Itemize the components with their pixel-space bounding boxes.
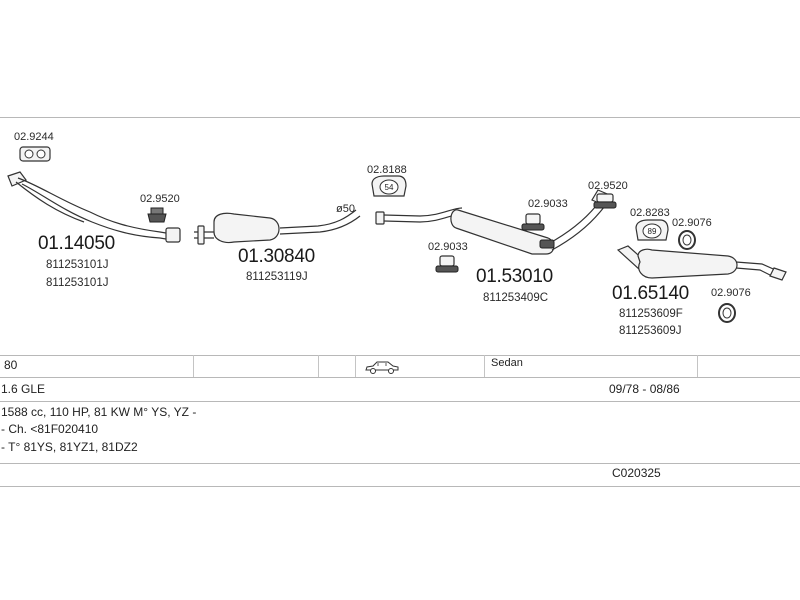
front-gasket-number: 02.9244 bbox=[14, 131, 54, 143]
ring-2-number: 02.9076 bbox=[711, 287, 751, 299]
table-rule-2 bbox=[0, 377, 800, 378]
chassis-line: - Ch. <81F020410 bbox=[1, 422, 99, 436]
middle-silencer-part[interactable] bbox=[194, 210, 360, 244]
clamp-1-number: 02.9520 bbox=[140, 193, 180, 205]
front-pipe-oem-1: 811253101J bbox=[46, 259, 109, 271]
model-cell: 80 bbox=[4, 358, 18, 372]
table-rule-5 bbox=[0, 486, 800, 487]
front-pipe-part[interactable] bbox=[8, 172, 180, 242]
top-rule bbox=[0, 117, 800, 118]
svg-text:54: 54 bbox=[385, 183, 394, 192]
center-silencer-oem: 811253409C bbox=[483, 292, 549, 304]
diagram-drawing: 54 bbox=[0, 0, 800, 350]
table-divider-1 bbox=[193, 355, 194, 377]
ring-1-part[interactable] bbox=[679, 231, 695, 249]
rear-silencer-number: 01.65140 bbox=[612, 283, 689, 304]
clamp-2-number: 02.9520 bbox=[588, 180, 628, 192]
front-pipe-oem-2: 811253101J bbox=[46, 277, 109, 289]
table-rule-1 bbox=[0, 355, 800, 356]
rear-silencer-part[interactable] bbox=[618, 246, 786, 280]
engine-cell: 1.6 GLE bbox=[1, 382, 46, 396]
period-cell: 09/78 - 08/86 bbox=[609, 382, 680, 396]
exhaust-diagram: 54 bbox=[0, 0, 800, 350]
engine-spec-line: 1588 cc, 110 HP, 81 KW M° YS, YZ - bbox=[1, 405, 197, 419]
svg-text:89: 89 bbox=[648, 227, 657, 236]
types-line: - T° 81YS, 81YZ1, 81DZ2 bbox=[1, 440, 138, 454]
table-divider-5 bbox=[697, 355, 698, 377]
front-pipe-number: 01.14050 bbox=[38, 233, 115, 254]
center-silencer-number: 01.53010 bbox=[476, 266, 553, 287]
rubber-1-number: 02.9033 bbox=[528, 198, 568, 210]
table-divider-3 bbox=[355, 355, 356, 377]
body-type-cell: Sedan bbox=[491, 357, 523, 369]
center-silencer-part[interactable] bbox=[376, 190, 612, 254]
table-divider-4 bbox=[484, 355, 485, 377]
rubber-2-number: 02.9033 bbox=[428, 241, 468, 253]
rubber-mount-2-part[interactable] bbox=[436, 256, 458, 272]
ring-2-part[interactable] bbox=[719, 304, 735, 322]
catalog-code-cell: C020325 bbox=[612, 466, 661, 480]
mount-89-number: 02.8283 bbox=[630, 207, 670, 219]
table-divider-2 bbox=[318, 355, 319, 377]
rear-silencer-oem-2: 811253609J bbox=[619, 325, 682, 337]
clamp-1-part[interactable] bbox=[148, 208, 166, 222]
clamp-2-part[interactable] bbox=[594, 194, 616, 208]
middle-silencer-oem: 811253119J bbox=[246, 271, 308, 283]
table-rule-4 bbox=[0, 463, 800, 464]
mount-54-number: 02.8188 bbox=[367, 164, 407, 176]
sedan-car-icon bbox=[365, 361, 399, 374]
middle-silencer-number: 01.30840 bbox=[238, 246, 315, 267]
pipe-diameter: ø50 bbox=[336, 203, 355, 215]
rubber-mount-1-part[interactable] bbox=[522, 214, 544, 230]
center-clamp-part[interactable] bbox=[540, 240, 554, 248]
ring-1-number: 02.9076 bbox=[672, 217, 712, 229]
mount-54-part[interactable]: 54 bbox=[372, 176, 406, 196]
rear-silencer-oem-1: 811253609F bbox=[619, 308, 683, 320]
table-rule-3 bbox=[0, 401, 800, 402]
mount-89-part[interactable]: 89 bbox=[636, 220, 668, 240]
front-gasket-part[interactable] bbox=[20, 147, 50, 161]
